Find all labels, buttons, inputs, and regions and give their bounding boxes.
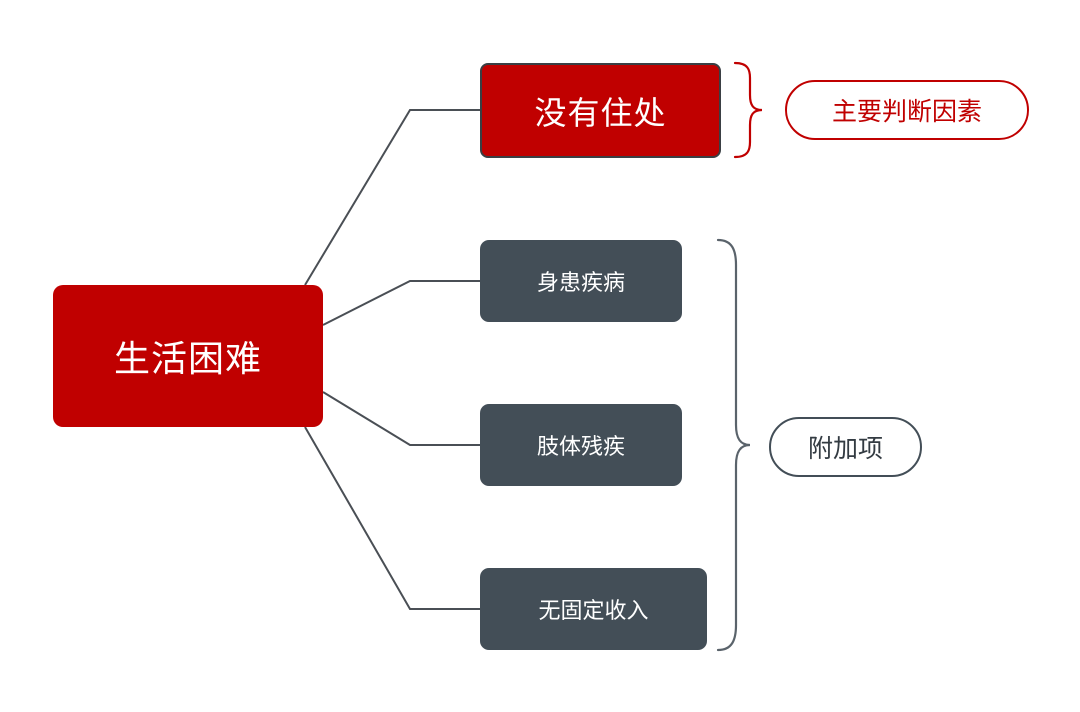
primary-group-label: 主要判断因素 — [785, 80, 1029, 140]
connector-root-to-child-3 — [304, 426, 480, 610]
connector-root-to-child-1 — [322, 280, 480, 326]
primary-node: 没有住处 — [480, 63, 721, 158]
connector-root-to-primary — [304, 109, 480, 286]
secondary-node: 身患疾病 — [480, 240, 682, 322]
primary-brace — [733, 61, 763, 159]
connector-root-to-child-2 — [322, 391, 480, 446]
secondary-group-label: 附加项 — [769, 417, 922, 477]
secondary-brace — [716, 238, 751, 652]
secondary-node: 肢体残疾 — [480, 404, 682, 486]
root-node: 生活困难 — [53, 285, 323, 427]
secondary-node: 无固定收入 — [480, 568, 707, 650]
